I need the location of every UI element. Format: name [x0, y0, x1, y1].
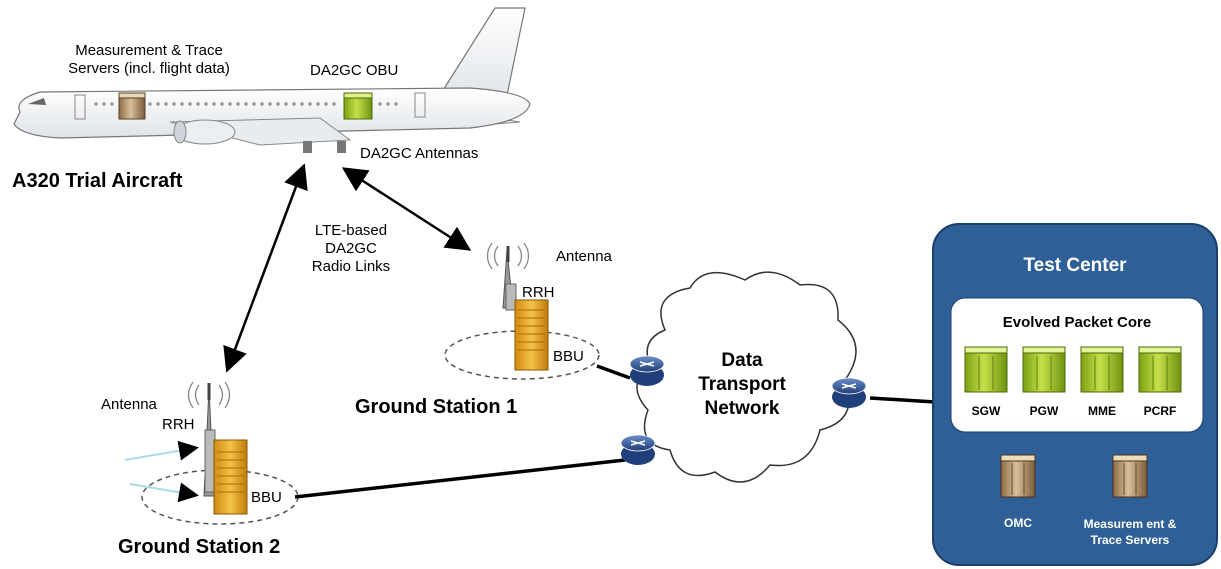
aircraft-icon [13, 7, 531, 146]
gs1-rrh-label: RRH [522, 284, 555, 301]
epc-panel [950, 297, 1204, 433]
gs2-bbu-label: BBU [251, 489, 282, 506]
network-label-line: Data [721, 350, 763, 371]
sgw-icon [964, 346, 1008, 393]
radio-links-label-line: LTE-based [314, 222, 388, 239]
epc-title: Evolved Packet Core [1002, 314, 1152, 331]
transport-network-cloud [636, 271, 857, 483]
router-icon-gs1 [629, 355, 665, 386]
tc-servers-label-line: Measurem ent & [1083, 517, 1177, 531]
router-icon-tc [831, 377, 867, 408]
mme-icon [1080, 346, 1124, 393]
gs2-antenna-label: Antenna [101, 396, 157, 413]
tc-servers-label: Measurem ent & Trace Servers [1070, 516, 1190, 548]
aircraft-servers-label-line: Servers (incl. flight data) [68, 60, 230, 77]
pgw-icon [1022, 346, 1066, 393]
antennas-label: DA2GC Antennas [360, 145, 479, 162]
radio-links-label-line: Radio Links [311, 258, 391, 275]
radio-links-label-line: DA2GC [325, 240, 377, 257]
radio-link-arrow-gs1 [341, 167, 472, 251]
gs1-bbu-label: BBU [553, 348, 584, 365]
radio-links-label: LTE-based DA2GC Radio Links [296, 222, 406, 276]
pcrf-icon [1138, 346, 1182, 393]
aircraft-server-icon [118, 92, 146, 120]
tc-server-icon [1112, 454, 1148, 498]
mme-label: MME [1088, 404, 1116, 418]
aircraft-name: A320 Trial Aircraft [12, 170, 183, 192]
omc-label: OMC [1004, 516, 1032, 530]
gs1-antenna-label: Antenna [556, 248, 612, 265]
tc-servers-label-line: Trace Servers [1090, 533, 1170, 547]
aircraft-servers-label-line: Measurement & Trace [75, 42, 223, 59]
obu-icon [343, 92, 373, 120]
gs1-name: Ground Station 1 [355, 396, 518, 418]
tc-link [869, 396, 936, 404]
pgw-label: PGW [1029, 404, 1059, 418]
test-center-title: Test Center [1023, 255, 1127, 276]
network-label-line: Network [704, 398, 780, 419]
radio-link-arrow-gs2 [223, 163, 308, 373]
aircraft-antenna-icon [303, 141, 312, 153]
obu-label: DA2GC OBU [310, 62, 399, 79]
gs2-rrh-label: RRH [162, 416, 195, 433]
gs2-name: Ground Station 2 [118, 536, 281, 558]
gs2-link [294, 458, 626, 499]
ground-station-1-icon [444, 242, 600, 380]
pcrf-label: PCRF [1143, 404, 1177, 418]
omc-icon [1000, 454, 1036, 498]
router-icon-gs2 [620, 434, 656, 465]
aircraft-antenna-icon [337, 141, 346, 153]
gs1-link [596, 364, 631, 380]
sgw-label: SGW [971, 404, 1001, 418]
network-label-line: Transport [698, 374, 786, 395]
network-label: Data Transport Network [672, 349, 812, 421]
aircraft-servers-label: Measurement & Trace Servers (incl. fligh… [54, 42, 244, 78]
